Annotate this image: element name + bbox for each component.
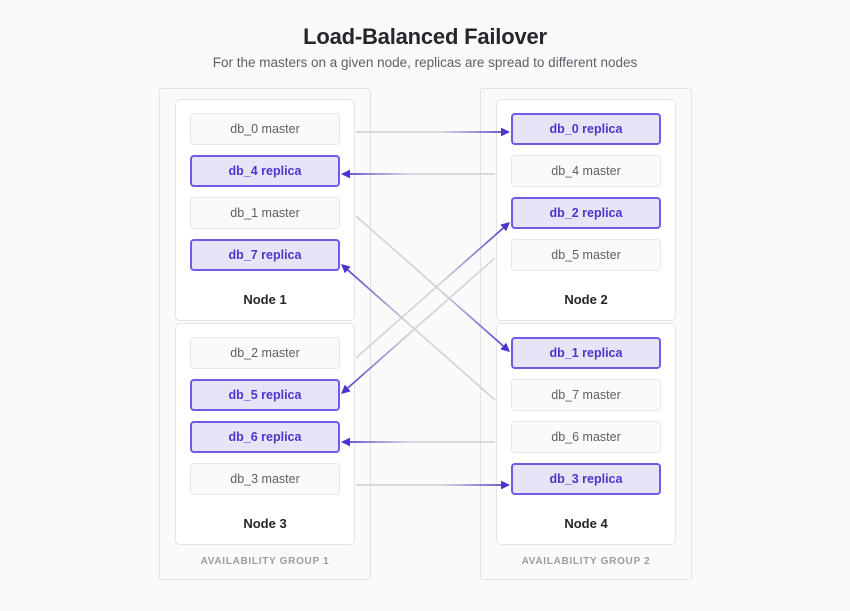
db-row[interactable]: db_0 master [190, 113, 340, 145]
db-row[interactable]: db_5 replica [190, 379, 340, 411]
node-card-node-3: db_2 master db_5 replica db_6 replica db… [175, 323, 355, 545]
node-card-node-4: db_1 replica db_7 master db_6 master db_… [496, 323, 676, 545]
node-label: Node 1 [243, 292, 287, 307]
db-row[interactable]: db_7 master [511, 379, 661, 411]
node-card-node-2: db_0 replica db_4 master db_2 replica db… [496, 99, 676, 321]
db-row[interactable]: db_6 master [511, 421, 661, 453]
node-label: Node 2 [564, 292, 608, 307]
node-label: Node 3 [243, 516, 287, 531]
db-row[interactable]: db_2 master [190, 337, 340, 369]
db-row[interactable]: db_5 master [511, 239, 661, 271]
db-row[interactable]: db_2 replica [511, 197, 661, 229]
availability-group-1-label: AVAILABILITY GROUP 1 [200, 556, 330, 567]
db-row[interactable]: db_4 master [511, 155, 661, 187]
db-row[interactable]: db_4 replica [190, 155, 340, 187]
db-row[interactable]: db_3 replica [511, 463, 661, 495]
availability-group-2-label: AVAILABILITY GROUP 2 [521, 556, 651, 567]
db-row[interactable]: db_0 replica [511, 113, 661, 145]
db-row[interactable]: db_1 replica [511, 337, 661, 369]
db-row[interactable]: db_3 master [190, 463, 340, 495]
page-title: Load-Balanced Failover [303, 24, 547, 49]
page-subtitle: For the masters on a given node, replica… [212, 55, 638, 70]
db-row[interactable]: db_1 master [190, 197, 340, 229]
node-card-node-1: db_0 master db_4 replica db_1 master db_… [175, 99, 355, 321]
db-row[interactable]: db_6 replica [190, 421, 340, 453]
node-label: Node 4 [564, 516, 608, 531]
db-row[interactable]: db_7 replica [190, 239, 340, 271]
